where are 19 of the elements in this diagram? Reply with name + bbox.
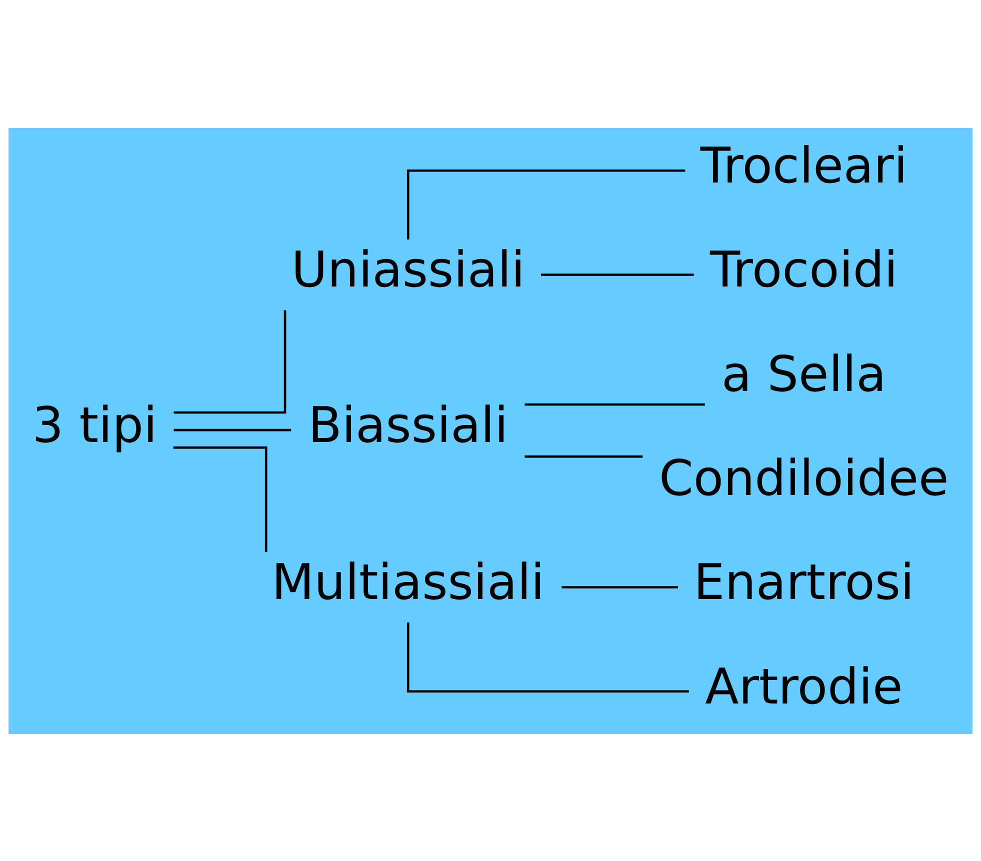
node-text: 3 tipi bbox=[32, 395, 158, 454]
node-text: Uniassiali bbox=[291, 240, 525, 298]
connector bbox=[174, 428, 292, 431]
connector bbox=[562, 586, 678, 588]
connector bbox=[541, 273, 694, 276]
connector bbox=[524, 454, 643, 458]
connector bbox=[406, 168, 686, 239]
node-text: a Sella bbox=[721, 344, 886, 402]
connector bbox=[524, 402, 705, 406]
node-text: Biassiali bbox=[308, 395, 508, 454]
node-text: Artrodie bbox=[705, 656, 903, 715]
connector bbox=[406, 622, 689, 692]
connector bbox=[173, 446, 268, 552]
node-text: Trocoidi bbox=[710, 240, 898, 298]
connector bbox=[174, 310, 286, 414]
node-text: Enartrosi bbox=[694, 552, 914, 611]
node-text: Trocleari bbox=[700, 136, 908, 194]
node-text: Condiloidee bbox=[658, 448, 949, 507]
node-text: Multiassiali bbox=[272, 552, 545, 611]
